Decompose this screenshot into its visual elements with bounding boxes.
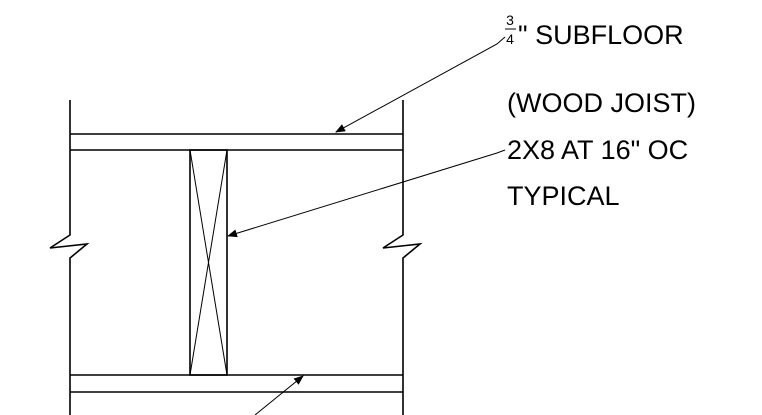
subfloor-fraction-numerator: 3: [506, 12, 514, 28]
subfloor-leader: [335, 36, 506, 133]
subfloor-fraction-denominator: 4: [506, 31, 514, 47]
subfloor-label: " SUBFLOOR: [518, 20, 684, 50]
left-break-line: [49, 100, 90, 415]
joist-label-line-1: (WOOD JOIST): [507, 88, 696, 118]
right-break-line: [382, 100, 423, 415]
joist-label-line-3: TYPICAL: [507, 181, 620, 211]
joist-label-line-2: 2X8 AT 16" OC: [507, 135, 688, 165]
joist-cross-line-2: [189, 149, 228, 376]
lower-band-leader: [254, 375, 304, 415]
joist-leader: [227, 149, 506, 238]
